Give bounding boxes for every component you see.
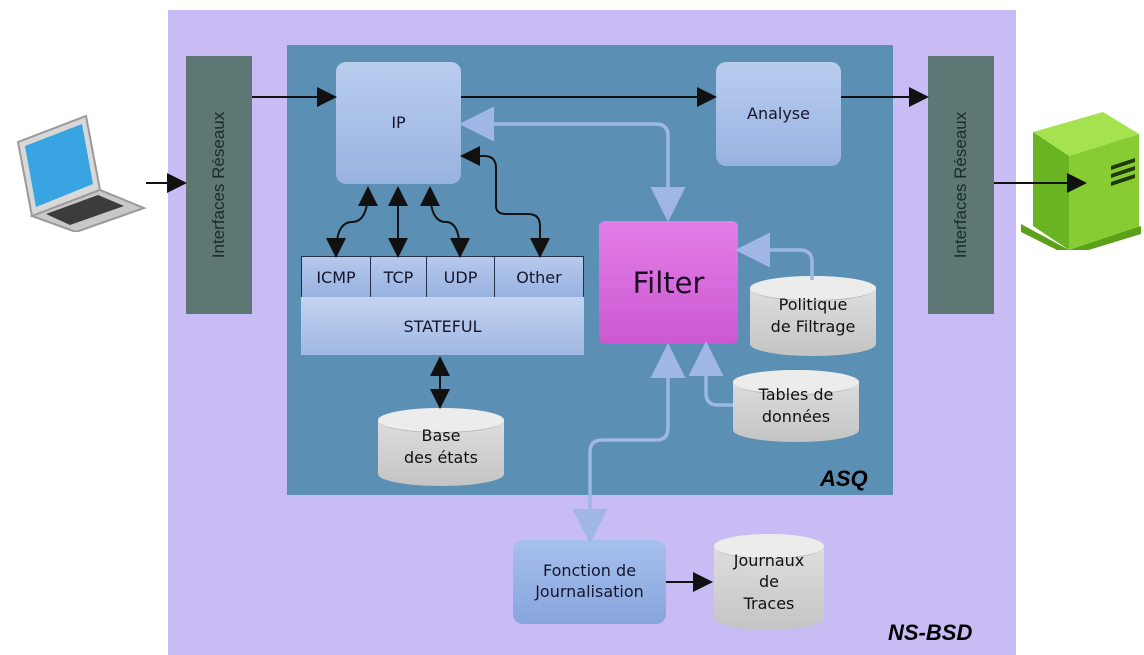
politique-line1: Politique <box>778 295 848 315</box>
tables-line2: données <box>761 407 831 426</box>
udp-label: UDP <box>443 267 478 287</box>
journaux-line2: de <box>759 572 779 592</box>
arrow-ip-filter <box>459 106 686 222</box>
other-label: Other <box>516 267 562 287</box>
tables-line1: Tables de <box>758 385 834 405</box>
arrow-tables-filter <box>688 341 733 407</box>
stateful-box: STATEFUL <box>301 297 584 355</box>
arrow-filter-journalisation <box>572 343 686 544</box>
arrow-politique-filter <box>735 232 814 280</box>
other-box: Other <box>494 256 584 298</box>
stateful-label: STATEFUL <box>403 316 482 336</box>
tcp-label: TCP <box>383 267 414 287</box>
server-icon <box>1021 112 1141 250</box>
asq-label: ASQ <box>820 466 868 491</box>
arrow-ip-other <box>460 146 550 258</box>
politique-line2: de Filtrage <box>770 317 856 336</box>
interfaces-reseaux-left: Interfaces Réseaux <box>186 56 252 314</box>
ip-box: IP <box>336 62 461 184</box>
filter-label: Filter <box>632 265 705 300</box>
tables-de-donnees-cylinder: Tables de données <box>733 370 859 442</box>
politique-de-filtrage-cylinder: Politique de Filtrage <box>750 276 876 356</box>
base-line1: Base <box>421 426 461 446</box>
journaux-line1: Journaux <box>733 550 805 570</box>
journalisation-line1: Fonction de <box>542 561 637 581</box>
interfaces-reseaux-right: Interfaces Réseaux <box>928 56 994 314</box>
filter-box: Filter <box>599 221 738 344</box>
base-line2: des états <box>404 448 478 467</box>
base-des-etats-cylinder: Base des états <box>378 408 504 486</box>
analyse-label: Analyse <box>747 103 810 123</box>
analyse-box: Analyse <box>716 62 841 166</box>
journaux-line3: Traces <box>743 593 795 613</box>
journalisation-line2: Journalisation <box>535 582 644 601</box>
arrow-ip-icmp <box>326 186 378 258</box>
icmp-label: ICMP <box>316 267 356 287</box>
arrow-ip-udp <box>420 186 470 258</box>
ns-bsd-label: NS-BSD <box>888 620 973 645</box>
laptop-icon <box>16 114 147 232</box>
ip-label: IP <box>391 112 406 132</box>
